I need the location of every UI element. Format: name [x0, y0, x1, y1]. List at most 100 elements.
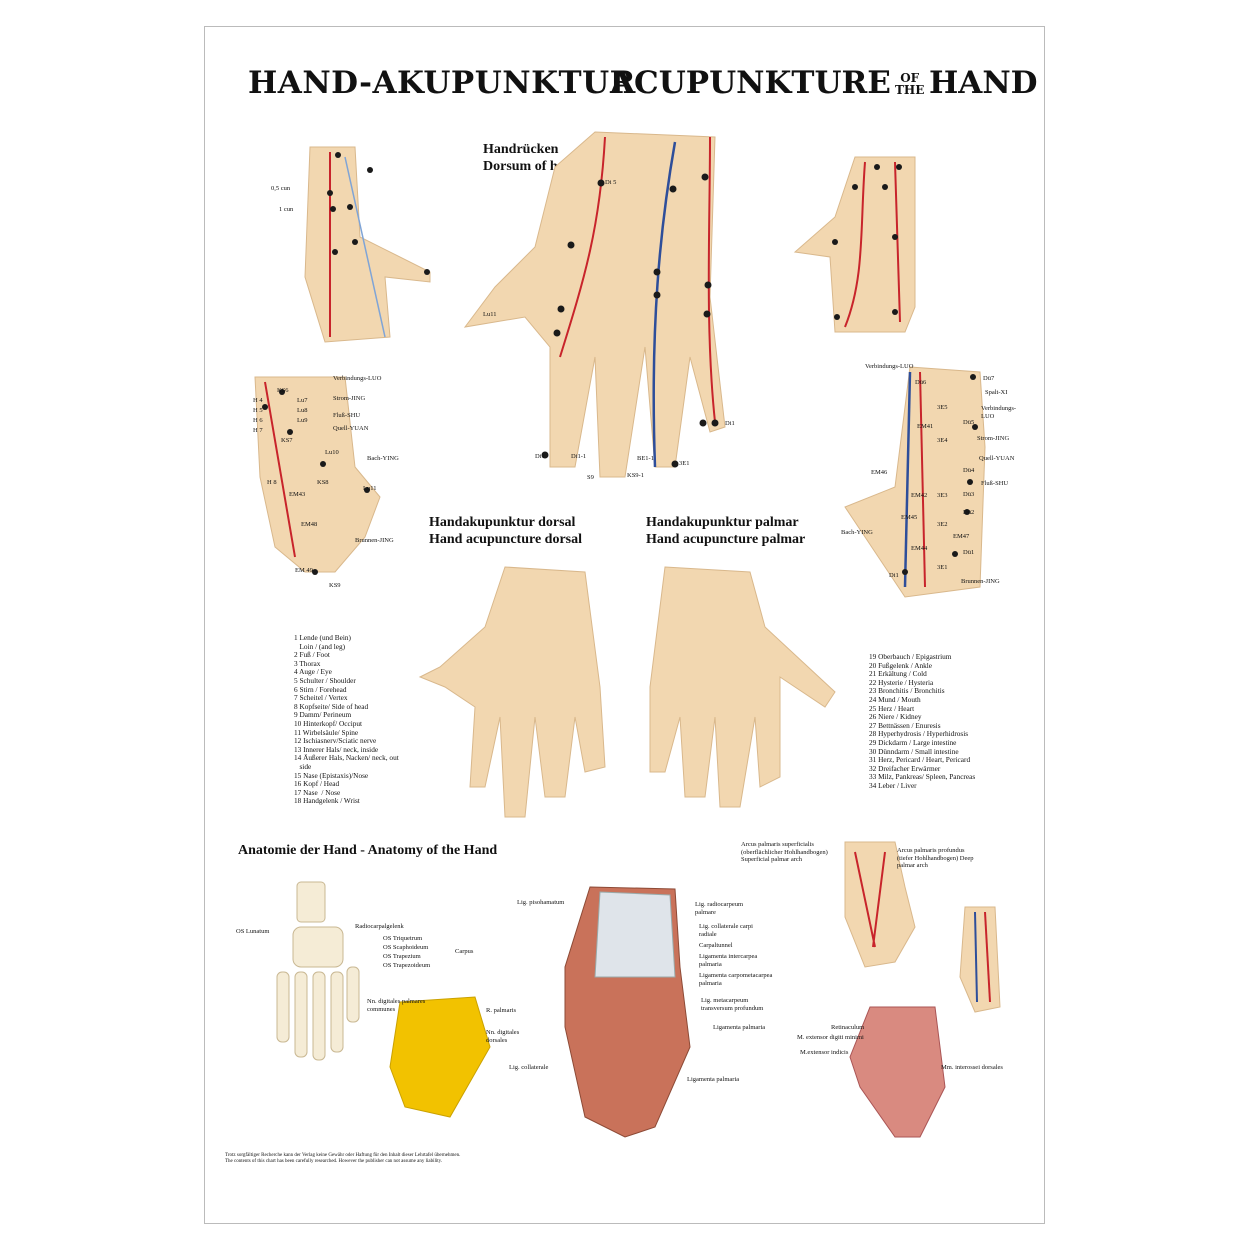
label-di1-dorsum-right: Di1: [725, 420, 735, 427]
label-lu9: Lu9: [297, 417, 308, 424]
label-du5: Dü5: [963, 419, 975, 426]
label-3e1-dorsum: 3E1: [679, 460, 690, 467]
muscle-hand: [849, 1006, 946, 1138]
arm-hand: [959, 906, 1001, 1013]
label-nn-palmares: Nn. digitales palmares communes: [367, 998, 426, 1013]
label-carpus: Carpus: [455, 948, 474, 955]
label-di1-dorsum: Di1: [535, 453, 545, 460]
label-ks7: KS7: [281, 437, 293, 444]
label-du1: Dü1: [963, 549, 975, 556]
label-interossei: Mm. interossei dorsales: [941, 1064, 1003, 1071]
label-3e5: 3E5: [937, 404, 948, 411]
label-lu11: Lu11: [363, 485, 377, 492]
legend-item: 18 Handgelenk / Wrist: [294, 796, 360, 806]
hand-top-right: [793, 156, 916, 333]
label-di1-1: Di1-1: [571, 453, 587, 460]
label-h4: H 4: [253, 397, 263, 404]
label-be1-1: BE1-1: [637, 455, 654, 462]
legend-item: 7 Scheitel / Vertex: [294, 693, 348, 703]
legend-item: 23 Bronchitis / Bronchitis: [869, 686, 945, 696]
legend-item: 33 Milz, Pankreas/ Spleen, Pancreas: [869, 772, 976, 782]
label-lu8: Lu8: [297, 407, 308, 414]
hand-left-palm: [254, 376, 381, 573]
hand-top-left: [304, 146, 431, 343]
label-quell-left: Quell-YUAN: [333, 425, 369, 432]
label-bach-right: Bach-YING: [841, 529, 873, 536]
legend-item: 21 Erkältung / Cold: [869, 669, 927, 679]
label-palmaria-1: Ligamenta palmaria: [713, 1024, 766, 1031]
label-pisohamatum: Lig. pisohamatum: [517, 899, 565, 906]
dorsal-line2: Hand acupuncture dorsal: [429, 532, 582, 547]
legend-item: 24 Mund / Mouth: [869, 694, 921, 704]
label-arcus-profundus: Arcus palmaris profundus (tiefer Hohlhan…: [897, 847, 974, 869]
label-trapezoideum: OS Trapezoideum: [383, 962, 431, 969]
legend-item: 14 Äußerer Hals, Nacken/ neck, out: [294, 753, 399, 763]
legend-item: 8 Kopfseite/ Side of head: [294, 701, 369, 711]
label-3e2: 3E2: [937, 521, 948, 528]
label-3e3: 3E3: [937, 492, 948, 499]
legend-item: 27 Bettnässen / Enuresis: [869, 720, 941, 730]
label-di1-right: Di1: [889, 572, 899, 579]
label-3e1: 3E1: [937, 564, 948, 571]
legend-item: side: [294, 761, 312, 771]
label-em47: EM47: [953, 533, 970, 540]
label-lu11-dorsum: Lu11: [483, 311, 497, 318]
anatomy-heading: Anatomie der Hand - Anatomy of the Hand: [238, 843, 498, 858]
label-carpaltunnel: Carpaltunnel: [699, 942, 733, 949]
label-ks8: KS8: [317, 479, 329, 486]
legend-item: 19 Oberbauch / Epigastrium: [869, 652, 952, 661]
label-strom-right: Strom-JING: [977, 435, 1010, 442]
legend-item: 30 Dünndarm / Small intestine: [869, 746, 959, 756]
scale-one: 1 cun: [279, 206, 294, 213]
legend-item: 6 Stirn / Forehead: [294, 684, 347, 694]
label-lu10: Lu10: [325, 449, 339, 456]
legend-item: 31 Herz, Pericard / Heart, Pericard: [869, 755, 971, 765]
legend-left: 1 Lende (und Bein) Loin / (and leg)2 Fuß…: [294, 633, 399, 806]
label-carpometacarpea: Ligamenta carpometacarpea palmaria: [699, 972, 773, 987]
label-h7: H 7: [253, 427, 263, 434]
legend-item: 16 Kopf / Head: [294, 779, 340, 789]
legend-item: 28 Hyperhydrosis / Hyperhidrosis: [869, 729, 969, 739]
label-extensor-indicis: M.extensor indicis: [800, 1049, 849, 1056]
legend-item: 10 Hinterkopf/ Occiput: [294, 718, 363, 728]
label-brunnen-right: Brunnen-JING: [961, 578, 1000, 585]
hand-dorsum: [463, 131, 726, 478]
hand-dorsal: [418, 566, 606, 818]
title-english-2: HAND: [929, 65, 1038, 101]
label-arcus-superficialis: Arcus palmaris superficialis (oberflächl…: [741, 841, 828, 863]
palmar-line2: Hand acupuncture palmar: [646, 532, 806, 547]
label-du3: Dü3: [963, 491, 975, 498]
legend-item: 13 Innerer Hals/ neck, inside: [294, 744, 379, 754]
label-bach-left: Bach-YING: [367, 455, 399, 462]
label-ks9: KS9: [329, 582, 341, 589]
dorsum-line1: Handrücken: [483, 142, 559, 157]
label-h8: H 8: [267, 479, 277, 486]
legend-item: 1 Lende (und Bein): [294, 633, 351, 642]
arch-hand: [844, 841, 916, 968]
legend-item: 34 Leber / Liver: [869, 780, 917, 790]
legend-item: 25 Herz / Heart: [869, 703, 915, 713]
legend-item: 3 Thorax: [294, 658, 321, 668]
label-em46: EM46: [871, 469, 888, 476]
label-fluss-left: Fluß-SHU: [333, 412, 361, 419]
legend-item: 26 Niere / Kidney: [869, 712, 922, 722]
label-du2: Dü2: [963, 509, 975, 516]
label-collaterale-carpi: Lig. collaterale carpi radiale: [699, 923, 753, 938]
legend-item: 12 Ischiasnerv/Sciatic nerve: [294, 736, 377, 746]
label-metacarpeum: Lig. metacarpeum transversum profundum: [701, 997, 764, 1012]
legend-item: 22 Hysterie / Hysteria: [869, 677, 934, 687]
legend-item: 32 Dreifacher Erwärmer: [869, 763, 941, 773]
label-palmaria-2: Ligamenta palmaria: [687, 1076, 740, 1083]
label-trapezium: OS Trapezium: [383, 953, 421, 960]
label-triquetrum: OS Triquetrum: [383, 935, 423, 942]
hand-palmar: [649, 566, 836, 808]
title-german: HAND-AKUPUNKTUR: [248, 65, 636, 101]
legend-item: 9 Damm/ Perineum: [294, 710, 352, 720]
label-radiocarpal: Radiocarpalgelenk: [355, 923, 404, 930]
skeleton-hand: [276, 881, 360, 1061]
label-intercarpea: Ligamenta intercarpea palmaria: [699, 953, 758, 968]
